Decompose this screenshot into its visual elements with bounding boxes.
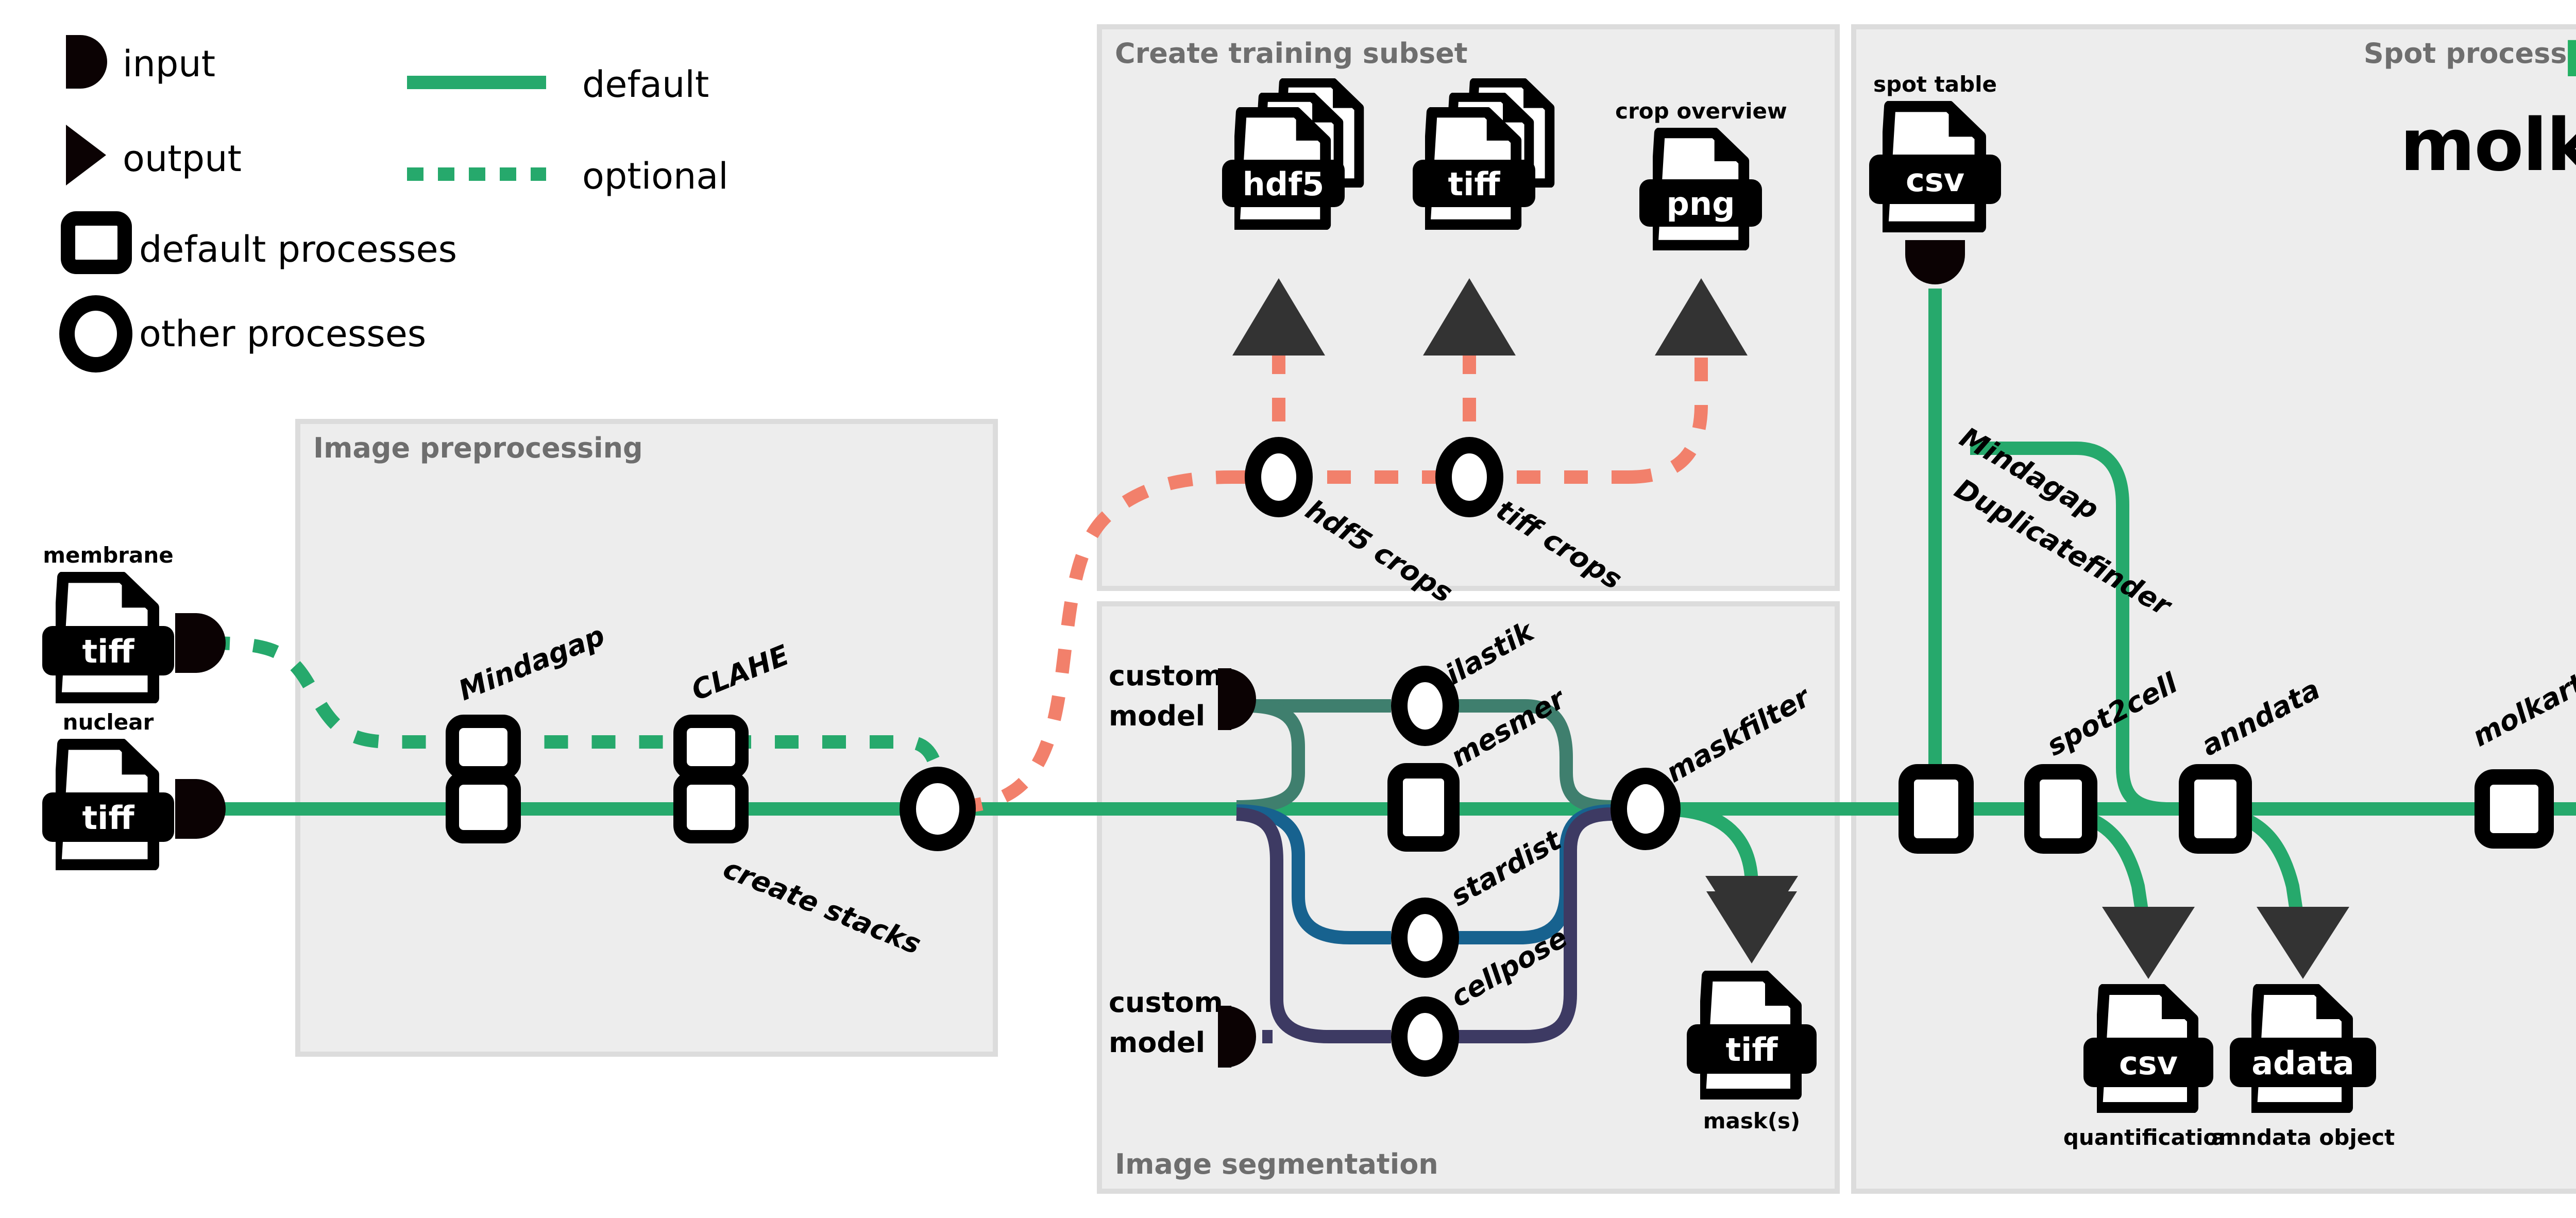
legend-item-other-processes: other processes bbox=[59, 295, 426, 373]
custom-model-cellpose-line2: model bbox=[1109, 1026, 1205, 1059]
output-masks-tiff: tiff mask(s) bbox=[1687, 976, 1817, 1134]
output-arrows-training-subset bbox=[1232, 278, 1748, 356]
legend-label-input: input bbox=[123, 43, 215, 85]
input-custom-model-cellpose: custom model bbox=[1109, 986, 1256, 1068]
legend-label-output: output bbox=[123, 138, 242, 180]
square-process-icon bbox=[61, 211, 132, 274]
output-anndata-object: adata anndata object bbox=[2211, 989, 2395, 1150]
legend-item-output: output bbox=[66, 125, 242, 185]
legend-label-line-default: default bbox=[582, 63, 709, 106]
input-membrane-ext: tiff bbox=[82, 633, 134, 670]
input-custom-model-ilastik: custom model bbox=[1109, 659, 1256, 732]
output-anndata-label: anndata object bbox=[2211, 1125, 2395, 1150]
legend-line-default: default bbox=[407, 63, 709, 106]
output-anndata-ext: adata bbox=[2251, 1044, 2354, 1082]
input-membrane-label: membrane bbox=[43, 543, 174, 568]
edge-membrane-optional bbox=[206, 636, 945, 789]
input-nuclear-ext: tiff bbox=[82, 799, 134, 837]
legend-item-default-processes: default processes bbox=[61, 211, 457, 274]
input-spot-table-csv: spot table csv bbox=[1869, 72, 2001, 284]
output-hdf5-ext: hdf5 bbox=[1243, 165, 1325, 203]
output-masks-label: mask(s) bbox=[1703, 1108, 1800, 1134]
output-tiff-crops: tiff bbox=[1413, 82, 1550, 225]
panel-title-image-preprocessing: Image preprocessing bbox=[313, 432, 643, 464]
output-crop-overview-png: crop overview png bbox=[1615, 98, 1787, 245]
custom-model-cellpose-line1: custom bbox=[1109, 986, 1223, 1019]
edge-maskfilter-to-masks bbox=[1674, 803, 1798, 963]
input-nuclear-label: nuclear bbox=[63, 709, 154, 735]
input-membrane-tiff: membrane tiff bbox=[42, 543, 226, 698]
legend-item-input: input bbox=[66, 35, 215, 89]
logo-nf-prefix: nf- bbox=[2562, 15, 2576, 92]
panel-title-image-segmentation: Image segmentation bbox=[1115, 1148, 1438, 1180]
output-hdf5-crops: hdf5 bbox=[1222, 82, 1359, 225]
legend: input output default processes other pro… bbox=[59, 35, 728, 373]
output-quantification-ext: csv bbox=[2119, 1044, 2178, 1082]
input-spot-table-label: spot table bbox=[1873, 72, 1997, 97]
legend-label-other-processes: other processes bbox=[139, 313, 426, 355]
edge-spottable-to-duplicatefinder bbox=[1928, 289, 2170, 816]
output-tiff-ext: tiff bbox=[1448, 165, 1500, 203]
logo-molkart-name: molkart bbox=[2400, 104, 2576, 188]
output-crop-overview-ext: png bbox=[1667, 185, 1735, 223]
output-quantification-csv: csv quantification bbox=[2063, 989, 2233, 1150]
panel-title-create-training-subset: Create training subset bbox=[1115, 37, 1468, 70]
custom-model-ilastik-line2: model bbox=[1109, 700, 1205, 732]
custom-model-ilastik-line1: custom bbox=[1109, 659, 1223, 692]
legend-line-optional: optional bbox=[407, 155, 728, 197]
input-spot-table-ext: csv bbox=[1906, 161, 1964, 199]
input-nuclear-tiff: nuclear tiff bbox=[42, 709, 226, 865]
legend-label-line-optional: optional bbox=[582, 155, 728, 197]
output-triangle-icon bbox=[66, 125, 106, 185]
output-quantification-label: quantification bbox=[2063, 1125, 2233, 1150]
output-crop-overview-label: crop overview bbox=[1615, 98, 1787, 124]
legend-label-default-processes: default processes bbox=[139, 228, 457, 270]
output-masks-ext: tiff bbox=[1725, 1031, 1778, 1069]
panel-title-spot-processing: Spot processing bbox=[2364, 37, 2576, 70]
nf-core-logo: nf- core/ mk molkart bbox=[2400, 15, 2576, 188]
circle-process-icon bbox=[59, 295, 132, 373]
